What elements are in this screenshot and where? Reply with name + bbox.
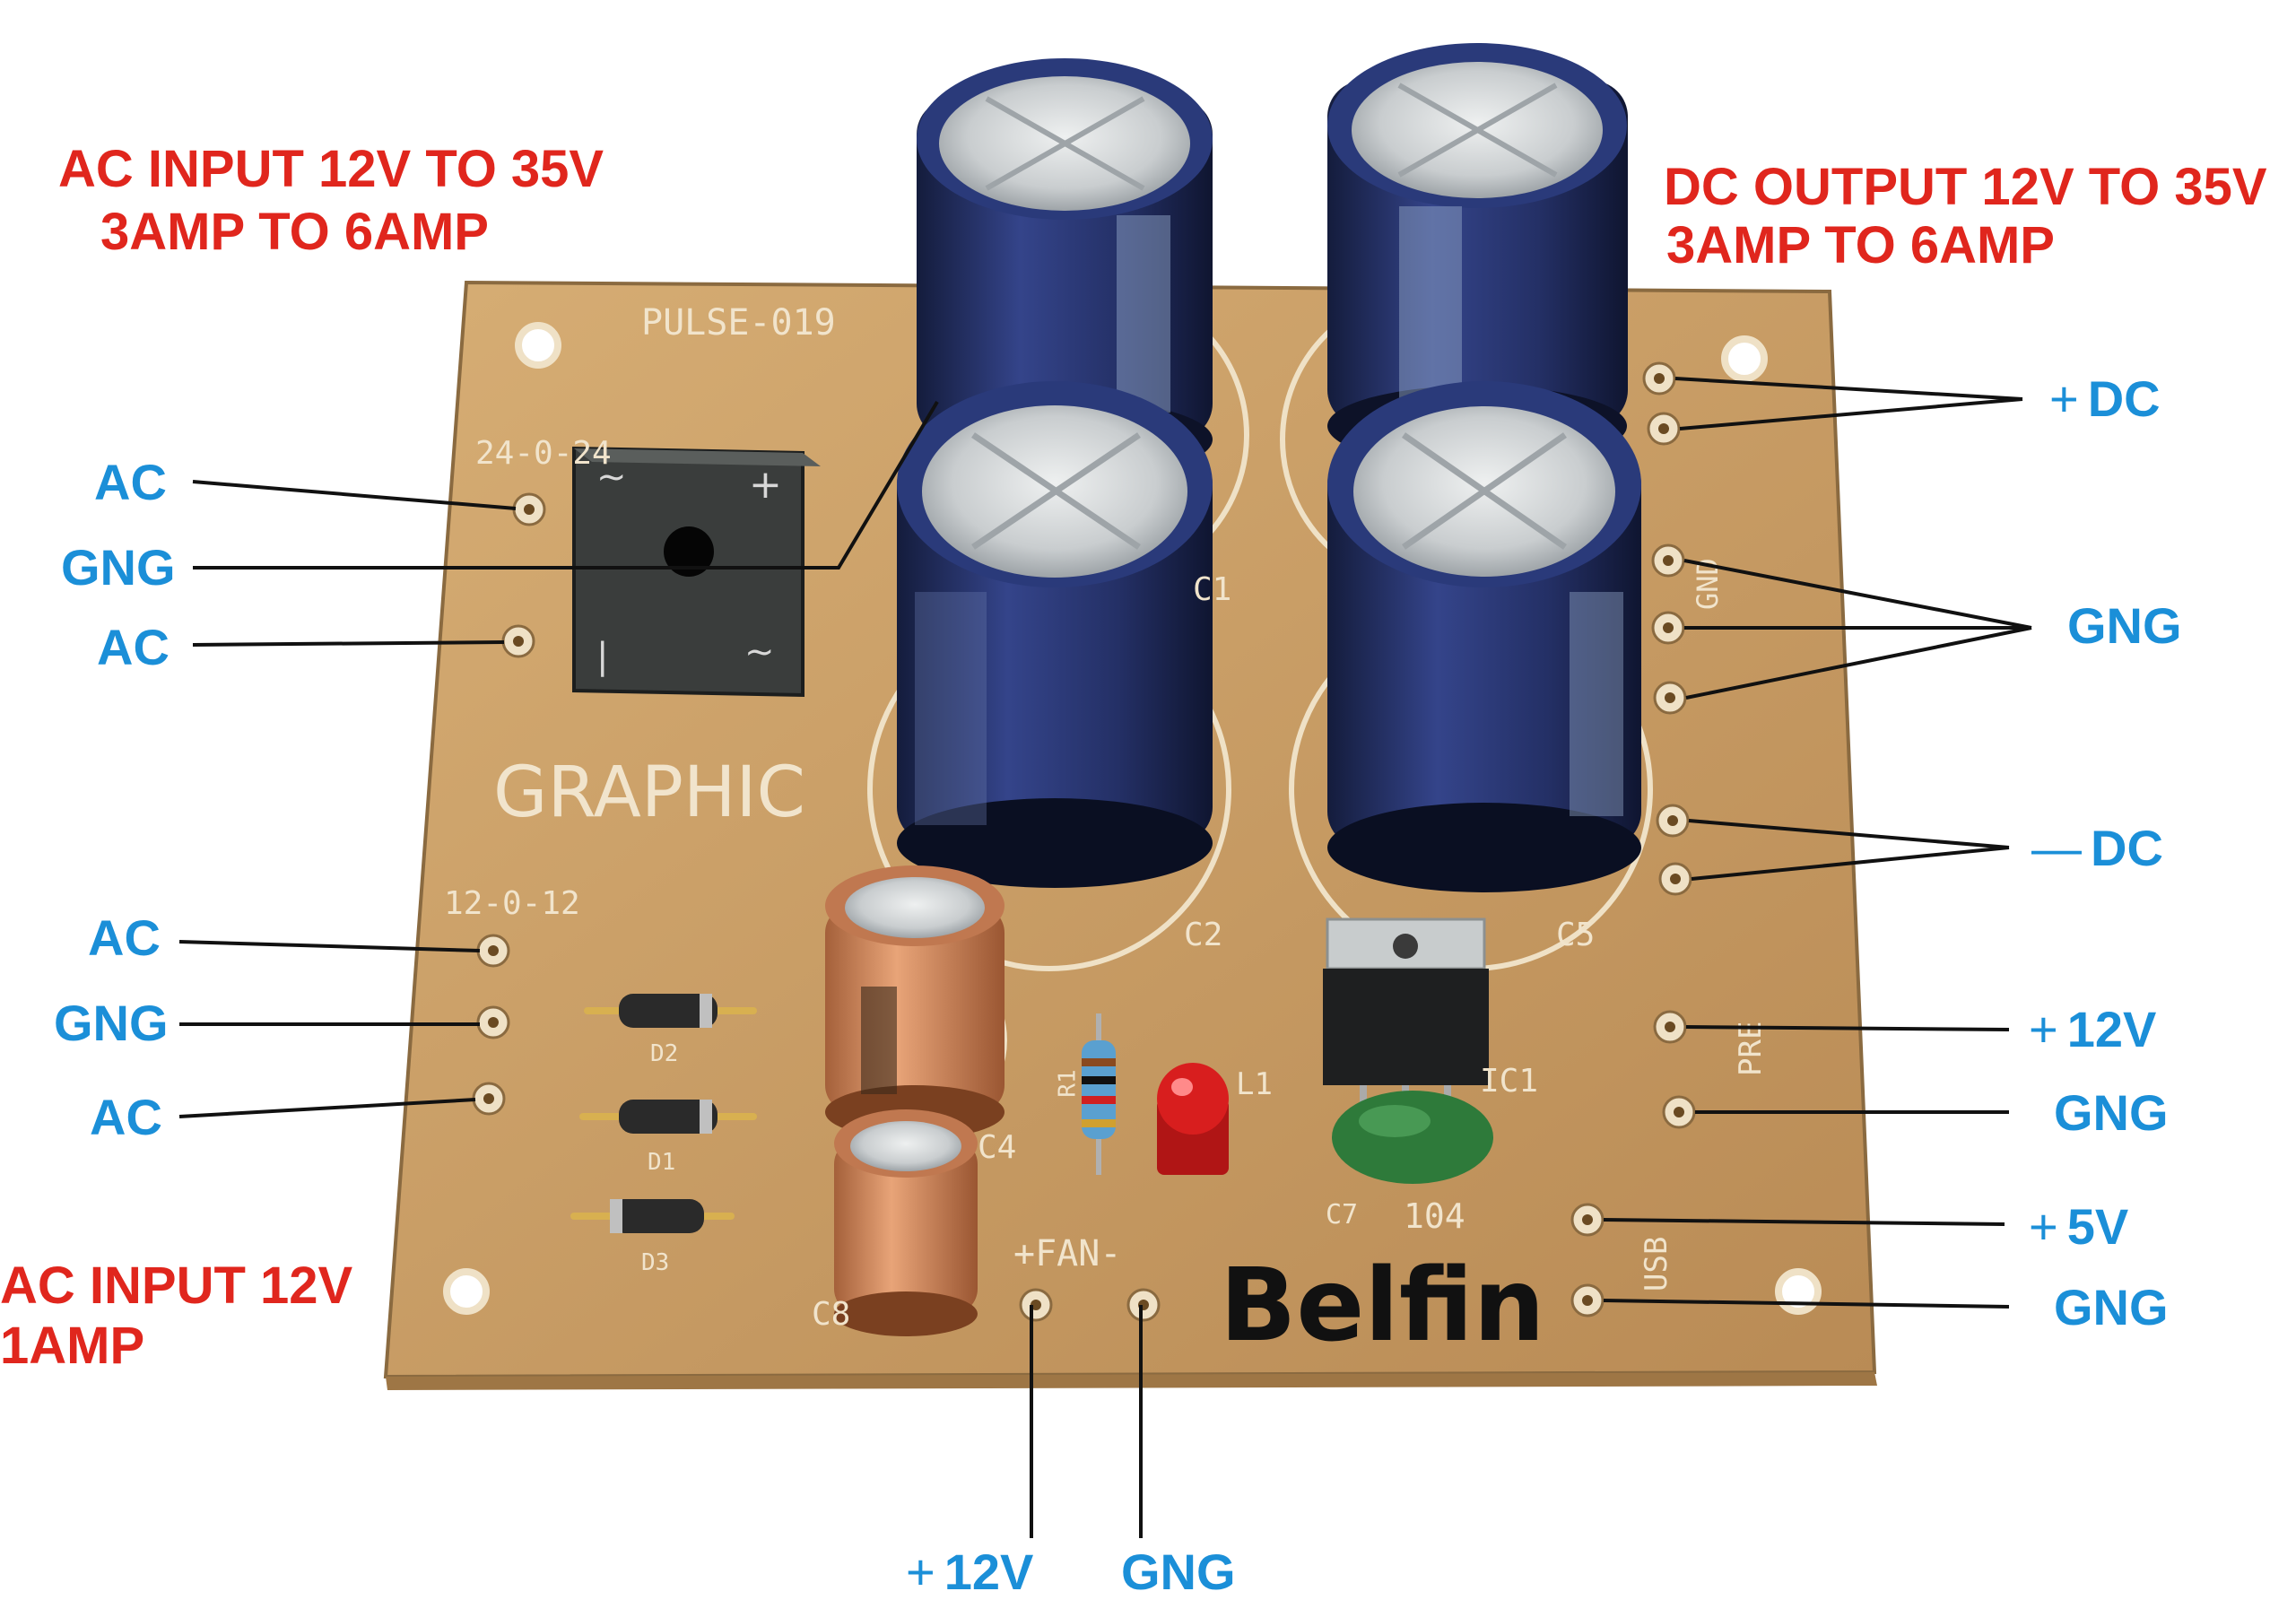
mounting-hole — [443, 1268, 490, 1315]
label-pre-gng: GNG — [2054, 1084, 2169, 1141]
dc-output-line1: DC OUTPUT 12V TO 35V — [1664, 158, 2267, 216]
label-plus-dc: +DC — [2049, 374, 2161, 424]
svg-text:~: ~ — [596, 457, 627, 498]
dc-output-line2: 3AMP TO 6AMP — [1666, 216, 2055, 274]
label-fan-plus: +12V — [906, 1547, 1033, 1597]
silk-model: PULSE-019 — [641, 302, 836, 343]
diodes — [570, 994, 757, 1233]
label-ac-aux-2: AC — [90, 1089, 162, 1145]
silk-fan: +FAN- — [1013, 1233, 1122, 1274]
svg-text:|: | — [596, 636, 608, 677]
line-gnd-3 — [1685, 626, 2032, 700]
silk-ic1: IC1 — [1480, 1063, 1539, 1100]
silk-graphic: GRAPHIC — [493, 752, 805, 833]
silk-d2: D2 — [650, 1040, 679, 1067]
label-ac-bridge-1: AC — [94, 454, 167, 510]
label-pre-plus-text: 12V — [2066, 1001, 2157, 1057]
ac-input-main-line1: AC INPUT 12V TO 35V — [58, 140, 604, 198]
line-gng-bridge — [193, 400, 939, 570]
minus-sign: — — [2031, 820, 2082, 876]
silk-c8: C8 — [812, 1296, 851, 1333]
label-fan-plus-text: 12V — [944, 1543, 1034, 1600]
silk-c7: C7 — [1326, 1199, 1359, 1230]
line-ac-4 — [178, 1098, 476, 1118]
ac-input-aux-line2: 1AMP — [0, 1317, 145, 1375]
capacitor-c8 — [834, 1109, 978, 1336]
silk-24-0-24: 24-0-24 — [475, 435, 612, 472]
silk-d1: D1 — [648, 1149, 676, 1176]
label-ac-bridge-2: AC — [97, 619, 170, 675]
label-gng-bridge: GNG — [61, 539, 176, 596]
line-ac-3 — [178, 940, 481, 952]
label-ac-aux-1: AC — [88, 909, 161, 966]
line-dc-plus-1 — [1674, 377, 2023, 401]
silk-l1: L1 — [1236, 1066, 1273, 1102]
silk-c1: C1 — [1193, 571, 1232, 608]
ac-input-aux-line1: AC INPUT 12V — [0, 1257, 353, 1315]
pcb-edge — [386, 1372, 1877, 1390]
label-usb-gng: GNG — [2054, 1279, 2169, 1335]
line-dc-minus-2 — [1691, 846, 2010, 881]
mounting-hole — [1775, 1268, 1822, 1315]
plus-sign: + — [2029, 1198, 2058, 1255]
silk-c2: C2 — [1184, 917, 1223, 953]
line-ac-1 — [192, 480, 517, 510]
ac-input-main-line2: 3AMP TO 6AMP — [100, 203, 489, 261]
line-usb-gnd — [1603, 1299, 2010, 1309]
capacitor-c2 — [897, 381, 1213, 888]
silk-12-0-12: 12-0-12 — [444, 885, 580, 922]
bridge-rectifier: ~ + | ~ — [572, 446, 821, 698]
svg-text:+: + — [749, 462, 782, 508]
silk-d3: D3 — [641, 1249, 670, 1276]
line-pre-plus — [1685, 1025, 2010, 1031]
label-usb-plus: +5V — [2029, 1202, 2128, 1252]
label-plus-dc-text: DC — [2087, 370, 2161, 427]
silk-c4: C4 — [978, 1129, 1017, 1166]
mounting-hole — [515, 322, 561, 369]
svg-text:~: ~ — [744, 631, 775, 673]
mounting-hole — [1721, 335, 1768, 382]
resistor-r1 — [1082, 1013, 1116, 1175]
plus-sign: + — [2049, 370, 2079, 427]
label-usb-plus-text: 5V — [2066, 1198, 2129, 1255]
line-usb-plus — [1603, 1218, 2005, 1226]
label-gng-aux: GNG — [54, 995, 169, 1051]
plus-sign: + — [2029, 1001, 2058, 1057]
line-ac-2 — [192, 640, 505, 647]
line-gnd-1 — [1683, 559, 2032, 630]
label-pre-plus: +12V — [2029, 1004, 2156, 1055]
label-gng-main: GNG — [2067, 597, 2182, 654]
line-dc-minus-1 — [1688, 819, 2010, 849]
label-fan-gng: GNG — [1121, 1543, 1236, 1600]
brand-logo: Belfin — [1220, 1248, 1545, 1364]
label-minus-dc: —DC — [2031, 823, 2163, 874]
capacitor-c7 — [1332, 1091, 1493, 1184]
silk-104: 104 — [1404, 1196, 1465, 1236]
silk-c5: C5 — [1556, 917, 1596, 953]
label-minus-dc-text: DC — [2091, 820, 2163, 876]
solder-pads — [472, 361, 1696, 1322]
led-l1 — [1157, 1063, 1229, 1175]
line-dc-plus-2 — [1679, 397, 2023, 430]
capacitor-c5 — [1327, 381, 1641, 892]
plus-sign: + — [906, 1543, 935, 1600]
